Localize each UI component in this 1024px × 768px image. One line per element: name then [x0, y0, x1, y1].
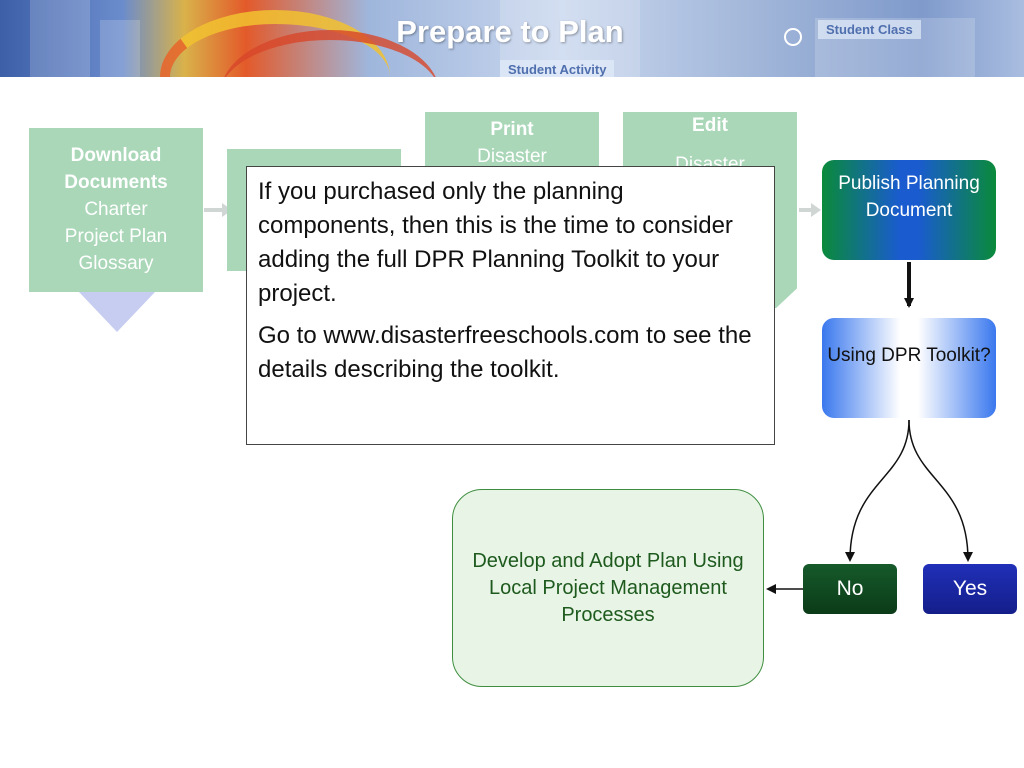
- publish-planning-document-box: Publish Planning Document: [822, 160, 996, 260]
- yes-button[interactable]: Yes: [923, 564, 1017, 614]
- callout-paragraph-2: Go to www.disasterfreeschools.com to see…: [258, 322, 752, 383]
- student-activity-tag: Student Activity: [500, 60, 615, 77]
- banner-stripe: [100, 20, 140, 77]
- print-body: Disaster: [477, 146, 547, 167]
- download-item: Project Plan: [64, 226, 168, 247]
- student-class-tag: Student Class: [818, 20, 921, 39]
- toolkit-callout: If you purchased only the planning compo…: [246, 166, 775, 445]
- connector-circle-icon: [784, 28, 802, 46]
- download-documents-box: Download Documents Charter Project Plan …: [29, 128, 203, 292]
- arrow-right-icon: [799, 203, 821, 217]
- no-button[interactable]: No: [803, 564, 897, 614]
- header-banner: Student Class Student Activity: [0, 0, 1024, 77]
- callout-paragraph-1: If you purchased only the planning compo…: [258, 178, 733, 307]
- print-heading: Print: [490, 119, 534, 140]
- develop-and-adopt-plan-box: Develop and Adopt Plan Using Local Proje…: [452, 489, 764, 687]
- edit-heading: Edit: [692, 115, 728, 136]
- banner-stripe: [30, 0, 90, 77]
- down-arrow-icon: [79, 292, 155, 332]
- download-heading: Download Documents: [64, 145, 168, 193]
- using-dpr-toolkit-decision: Using DPR Toolkit?: [822, 318, 996, 418]
- page-title: Prepare to Plan: [396, 14, 624, 49]
- download-item: Charter: [84, 199, 148, 220]
- download-item: Glossary: [78, 253, 154, 274]
- arrow-decision-to-no: [845, 419, 910, 562]
- banner-swoosh: [220, 30, 440, 77]
- arrow-decision-to-yes: [908, 419, 973, 562]
